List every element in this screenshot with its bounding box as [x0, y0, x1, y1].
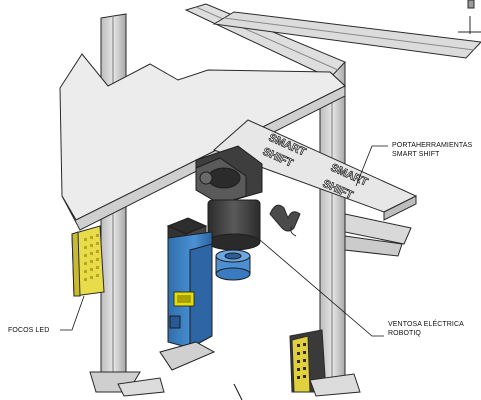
label-ventosa-line2: ROBOTIQ [388, 330, 421, 337]
robot-wrist [195, 145, 263, 281]
frame-top-beam [184, 3, 346, 79]
frame-right-beam [212, 11, 481, 59]
label-focos-led: FOCOS LED [8, 327, 50, 334]
led-light-left [71, 225, 105, 297]
label-ventosa: VENTOSA ELÉCTRICA ROBOTIQ [388, 320, 464, 338]
frame-right-post [319, 61, 346, 393]
callout-lines [60, 145, 388, 337]
frame-feet [117, 373, 361, 397]
corner-mark [458, 0, 481, 34]
label-smart-shift: PORTAHERRAMIENTAS SMART SHIFT [392, 141, 472, 159]
controller-box [159, 217, 243, 400]
frame-side-beam [344, 213, 412, 257]
cover-panel [59, 53, 346, 231]
callout-line-focos [60, 295, 85, 331]
callout-line-smart-shift [355, 145, 388, 187]
led-light-right [289, 329, 327, 393]
label-ventosa-line1: VENTOSA ELÉCTRICA [388, 321, 464, 328]
label-smart-shift-line1: PORTAHERRAMIENTAS [392, 142, 473, 149]
label-smart-shift-line2: SMART SHIFT [392, 151, 440, 158]
callout-line-ventosa [259, 239, 384, 337]
